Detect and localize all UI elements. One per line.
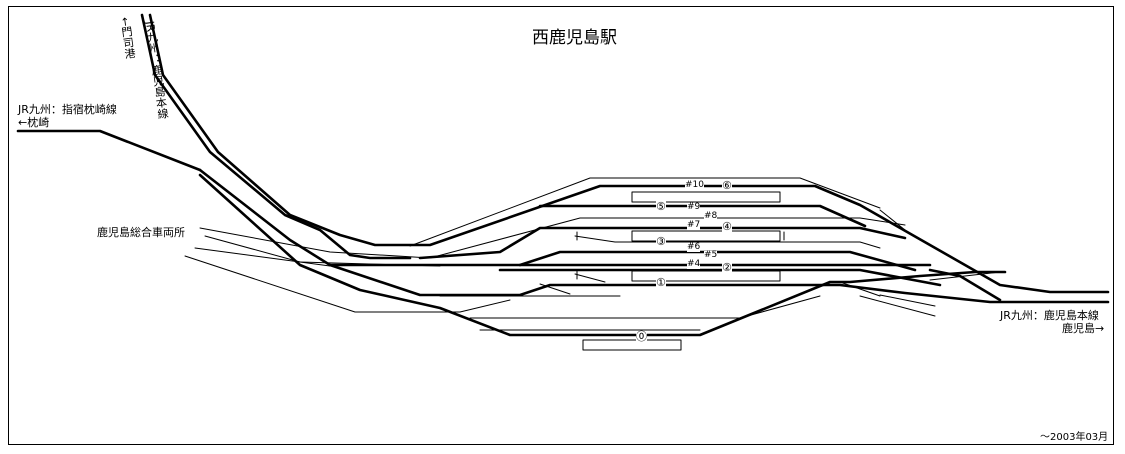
platform-number-1: ①: [656, 276, 666, 289]
kagoshima-main-south-direction: 鹿児島→: [1062, 322, 1105, 335]
platform-1-2: [631, 270, 781, 282]
depot-label: 鹿児島総合車両所: [97, 226, 185, 239]
platform-number-5: ⑤: [656, 200, 666, 213]
platform-number-0: ⓪: [636, 330, 647, 343]
platform-5-6: [631, 191, 781, 203]
siding-lines: [184, 177, 1001, 331]
track-number-4: #4: [687, 259, 701, 269]
buffer-stops: [576, 231, 785, 280]
ibusuki-direction-label: ←枕崎: [18, 116, 50, 129]
track-number-10: #10: [685, 180, 704, 190]
track-number-6: #6: [687, 242, 701, 252]
track-number-8: #8: [704, 211, 718, 221]
diagram-frame: [8, 6, 1114, 445]
platform-number-2: ②: [722, 261, 732, 274]
ibusuki-line-label: JR九州：指宿枕崎線: [18, 103, 117, 116]
track-number-5: #5: [704, 250, 718, 260]
platform-number-6: ⑥: [722, 179, 732, 192]
date-label: ～2003年03月: [1040, 432, 1109, 443]
track-number-7: #7: [687, 220, 701, 230]
platforms: [582, 191, 781, 351]
kagoshima-main-south-label: JR九州：鹿児島本線: [1000, 309, 1099, 322]
platform-0: [582, 339, 682, 351]
track-number-9: #9: [687, 202, 701, 212]
platform-3-4: [631, 230, 781, 242]
platform-number-4: ④: [722, 220, 732, 233]
station-title: 西鹿児島駅: [532, 28, 617, 48]
platform-number-3: ③: [656, 235, 666, 248]
main-lines: [16, 13, 1110, 337]
